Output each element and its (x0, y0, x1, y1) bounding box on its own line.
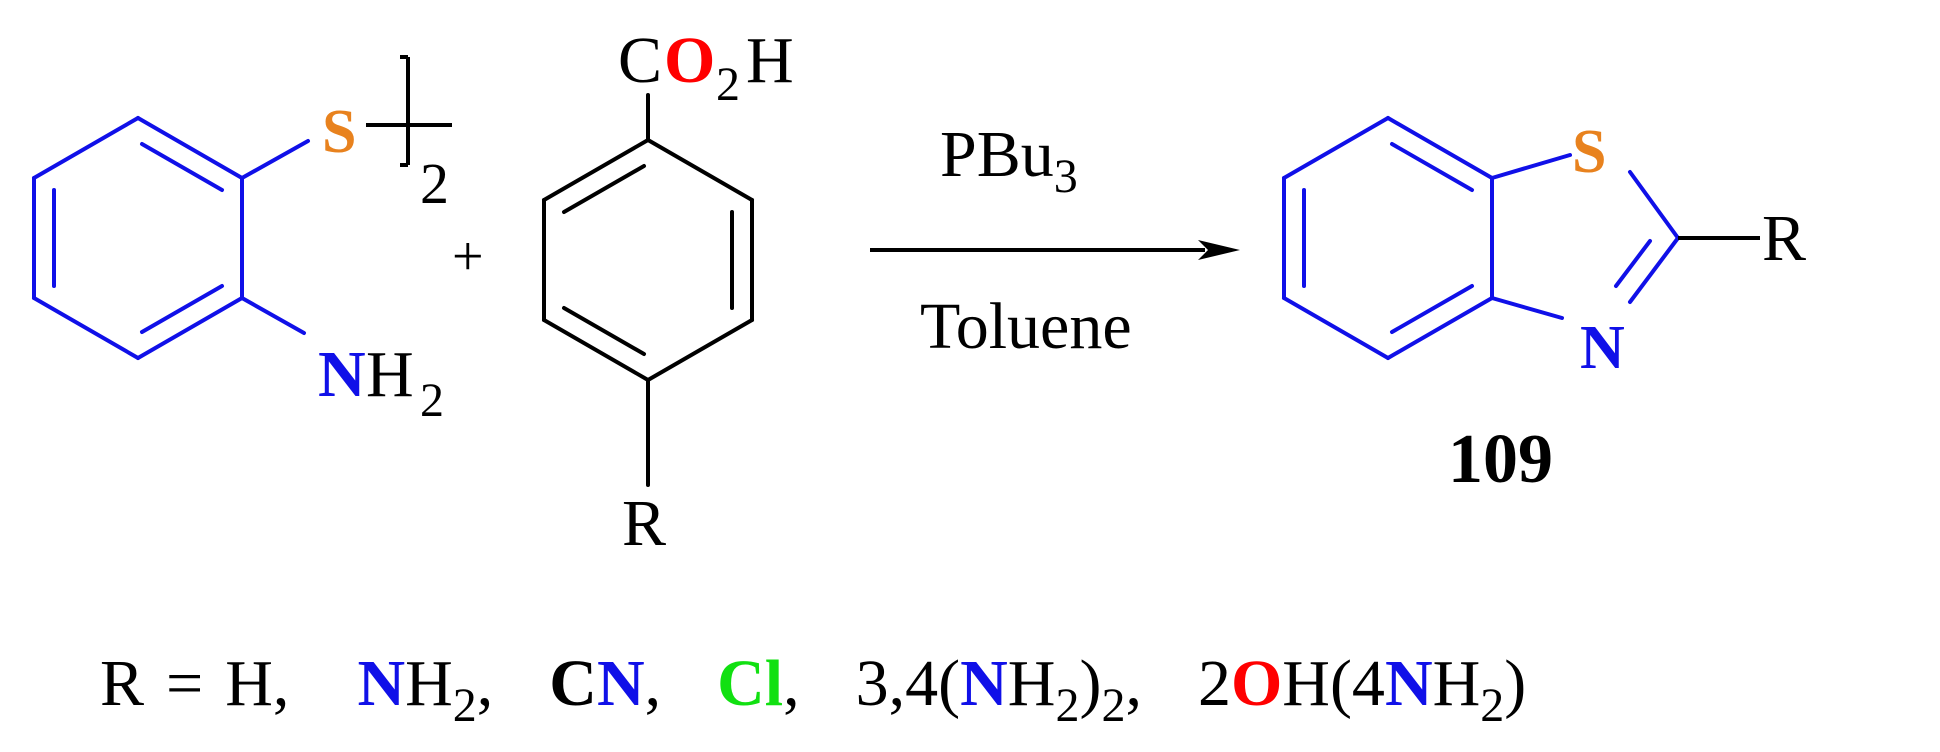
acid-carbon-label: C (618, 24, 662, 97)
r-group-list: R=H,NH2,CN,Cl,3,4(NH2)2,2OH(4NH2) (100, 647, 1526, 732)
amine-nitrogen-label: N (318, 338, 366, 411)
product-benzothiazole: S N R 109 (1282, 116, 1806, 498)
product-nitrogen-label: N (1580, 314, 1625, 382)
acid-hydrogen-label: H (746, 24, 794, 97)
acid-substituent-R: R (622, 487, 666, 560)
compound-number: 109 (1448, 421, 1553, 498)
benzene-ring-reactant2 (542, 93, 754, 487)
solvent-label: Toluene (920, 290, 1132, 363)
benzothiazole-bonds (1282, 116, 1680, 360)
benzene-ring-reactant1 (32, 116, 310, 360)
plus-sign: + (452, 226, 484, 288)
dimer-bracket (366, 55, 452, 167)
product-sulfur-label: S (1572, 118, 1606, 186)
acid-oxygen-label: O (664, 24, 715, 97)
amine-subscript: 2 (420, 374, 444, 427)
acid-subscript: 2 (716, 58, 740, 111)
reactant-benzoic-acid: C O 2 H R (542, 24, 794, 560)
sulfur-label: S (322, 98, 356, 166)
amine-hydrogen-label: H (366, 338, 414, 411)
reaction-arrow (870, 240, 1240, 260)
reagent-label: PBu3 (940, 118, 1078, 203)
product-substituent-R: R (1762, 202, 1806, 275)
reactant-aminothiophenol-disulfide: S 2 N H 2 (32, 55, 452, 427)
dimer-subscript: 2 (420, 151, 449, 216)
